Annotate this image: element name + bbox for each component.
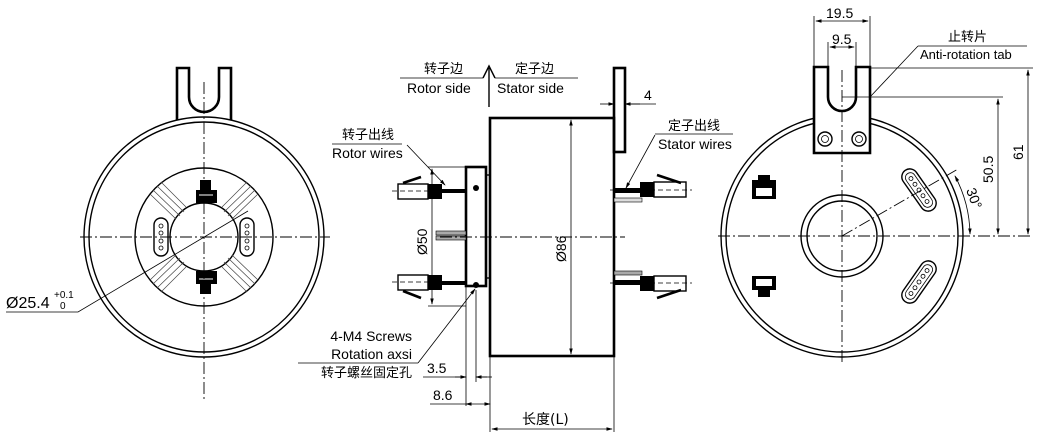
bore-dim-label: Ø25.4 — [6, 295, 50, 312]
dim-3-5: 3.5 — [427, 360, 447, 376]
left-view: Ø25.4 +0.1 0 — [6, 66, 330, 402]
anti-rotation-tab-side — [612, 66, 627, 154]
rv-connector-bottom — [752, 276, 776, 297]
bore-tol-lower: 0 — [60, 301, 66, 312]
rv-pill-connector-lower — [901, 260, 937, 304]
rotor-wire-top — [392, 175, 466, 200]
stator-wires-cn: 定子出线 — [668, 119, 720, 134]
rotor-wires-cn: 转子出线 — [342, 128, 394, 143]
slot-width-dim: 9.5 — [832, 31, 852, 47]
rotor-side-en: Rotor side — [407, 80, 471, 96]
stator-wire-bottom — [610, 270, 692, 300]
bore-leader-line — [6, 210, 249, 313]
slot-height-dim: 50.5 — [980, 156, 996, 183]
body-dia-dim: Ø86 — [553, 235, 569, 262]
rotor-center-wires — [435, 230, 467, 241]
screws-en: 4-M4 Screws — [330, 328, 412, 344]
hatch-marks — [149, 181, 259, 293]
screw-hole-bottom — [473, 282, 479, 288]
rotor-wires-leader — [406, 144, 446, 186]
right-view: 30° 19.5 9.5 61 50.5 止转片 Anti-rotation t… — [718, 5, 1033, 362]
connector-bottom — [196, 271, 217, 294]
length-dim: 长度(L) — [522, 412, 569, 428]
tab-width-dim: 19.5 — [826, 5, 853, 21]
screws-cn: 转子螺丝固定孔 — [321, 366, 412, 381]
angle-arc — [954, 175, 972, 235]
stator-side-cn: 定子边 — [515, 62, 554, 77]
tab-thickness-dim: 4 — [644, 87, 652, 103]
tab-height-dim: 61 — [1010, 144, 1026, 160]
tab-label-en: Anti-rotation tab — [920, 47, 1012, 62]
tab-leader — [869, 45, 919, 98]
tab-label-cn: 止转片 — [948, 30, 987, 45]
bore-tol-upper: +0.1 — [54, 290, 74, 301]
screws-leader — [417, 288, 476, 364]
dim-8-6: 8.6 — [433, 387, 453, 403]
stator-side-en: Stator side — [497, 80, 564, 96]
stator-wires-leader — [625, 134, 656, 189]
stator-wires-en: Stator wires — [658, 136, 732, 152]
rv-angle-line — [841, 168, 959, 237]
stator-wire-top — [610, 173, 692, 203]
rotation-en: Rotation axsi — [331, 346, 412, 362]
rotor-wires-en: Rotor wires — [332, 145, 403, 161]
rotor-side-cn: 转子边 — [424, 62, 463, 77]
screw-hole-top — [473, 185, 479, 191]
angle-dim: 30° — [963, 186, 985, 211]
rv-connector-top — [752, 175, 776, 199]
rotor-flange — [464, 165, 488, 288]
side-view: 转子边 Rotor side 定子边 Stator side — [298, 62, 733, 432]
connector-top — [196, 180, 217, 203]
rotor-wire-bottom — [392, 274, 466, 300]
flange-dia-dim: Ø50 — [414, 228, 430, 255]
rv-pill-connector-upper — [901, 168, 937, 212]
